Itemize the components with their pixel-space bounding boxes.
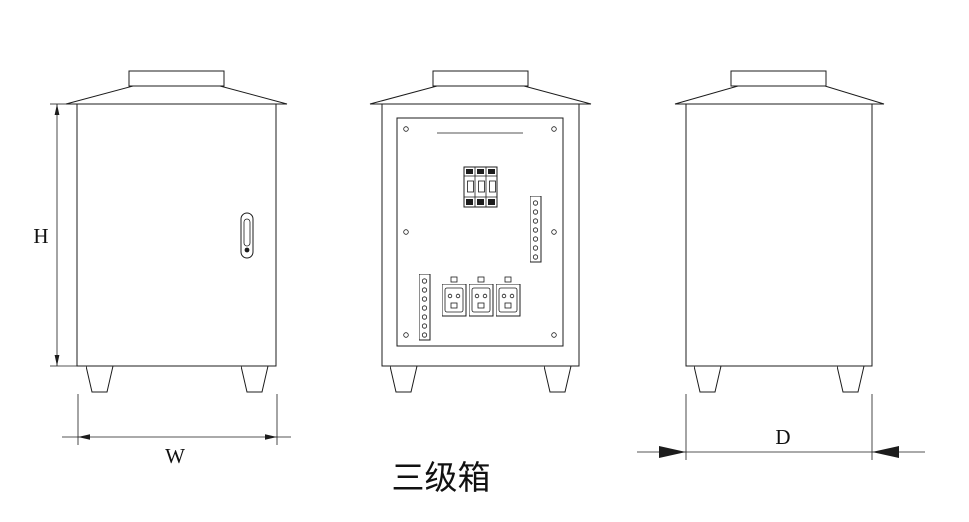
breaker-terminal — [466, 199, 473, 205]
leg-left — [86, 366, 113, 392]
terminal-strip-left — [419, 274, 430, 340]
width-label: W — [165, 444, 185, 468]
arrowhead-right-icon — [872, 446, 899, 458]
arrowhead-down-icon — [54, 355, 60, 366]
panel-screw — [403, 229, 409, 235]
breaker-toggle — [489, 180, 496, 193]
socket-screw — [504, 276, 512, 283]
roof — [674, 85, 885, 105]
breaker-toggle — [467, 180, 474, 193]
arrowhead-left-icon — [659, 446, 686, 458]
panel-screw — [551, 332, 557, 338]
depth-dimension: D — [637, 394, 925, 460]
arrowhead-left-icon — [78, 434, 90, 440]
breaker-toggle — [478, 180, 485, 193]
panel-screw — [403, 332, 409, 338]
mounting-panel — [396, 117, 564, 347]
cabinet-body — [381, 103, 580, 367]
handle-lock — [244, 247, 250, 253]
front-view — [65, 70, 288, 392]
roof-cap — [730, 70, 827, 87]
terminal-strip-right — [530, 196, 541, 262]
arrowhead-up-icon — [54, 104, 60, 115]
breaker-terminal — [466, 169, 473, 174]
breaker-terminal — [488, 169, 495, 174]
leg-right — [837, 366, 864, 392]
panel-screw — [403, 126, 409, 132]
roof — [65, 85, 288, 105]
socket-screw — [477, 276, 485, 283]
height-dimension: H — [33, 103, 77, 367]
handle-grip — [243, 218, 251, 247]
roof — [369, 85, 592, 105]
cabinet-body — [76, 103, 277, 367]
circuit-breaker — [463, 166, 498, 208]
width-dimension: W — [62, 394, 291, 468]
breaker-terminal — [477, 199, 484, 205]
open-door-view — [369, 70, 592, 392]
arrowhead-right-icon — [265, 434, 277, 440]
power-socket-1 — [442, 284, 466, 316]
height-label: H — [33, 224, 48, 248]
breaker-outline — [463, 166, 498, 208]
handle-outline — [240, 212, 254, 259]
leg-right — [544, 366, 571, 392]
leg-left — [694, 366, 721, 392]
drawing-title: 三级箱 — [392, 460, 491, 497]
power-socket-2 — [469, 284, 493, 316]
roof-cap — [432, 70, 529, 87]
leg-right — [241, 366, 268, 392]
power-socket-3 — [496, 284, 520, 316]
socket-screw — [450, 276, 458, 283]
side-view — [674, 70, 885, 392]
breaker-terminal — [477, 169, 484, 174]
door-handle — [240, 212, 254, 259]
roof-cap — [128, 70, 225, 87]
depth-label: D — [775, 425, 790, 449]
leg-left — [390, 366, 417, 392]
breaker-terminal — [488, 199, 495, 205]
panel-screw — [551, 126, 557, 132]
cabinet-body — [685, 103, 873, 367]
panel-screw — [551, 229, 557, 235]
